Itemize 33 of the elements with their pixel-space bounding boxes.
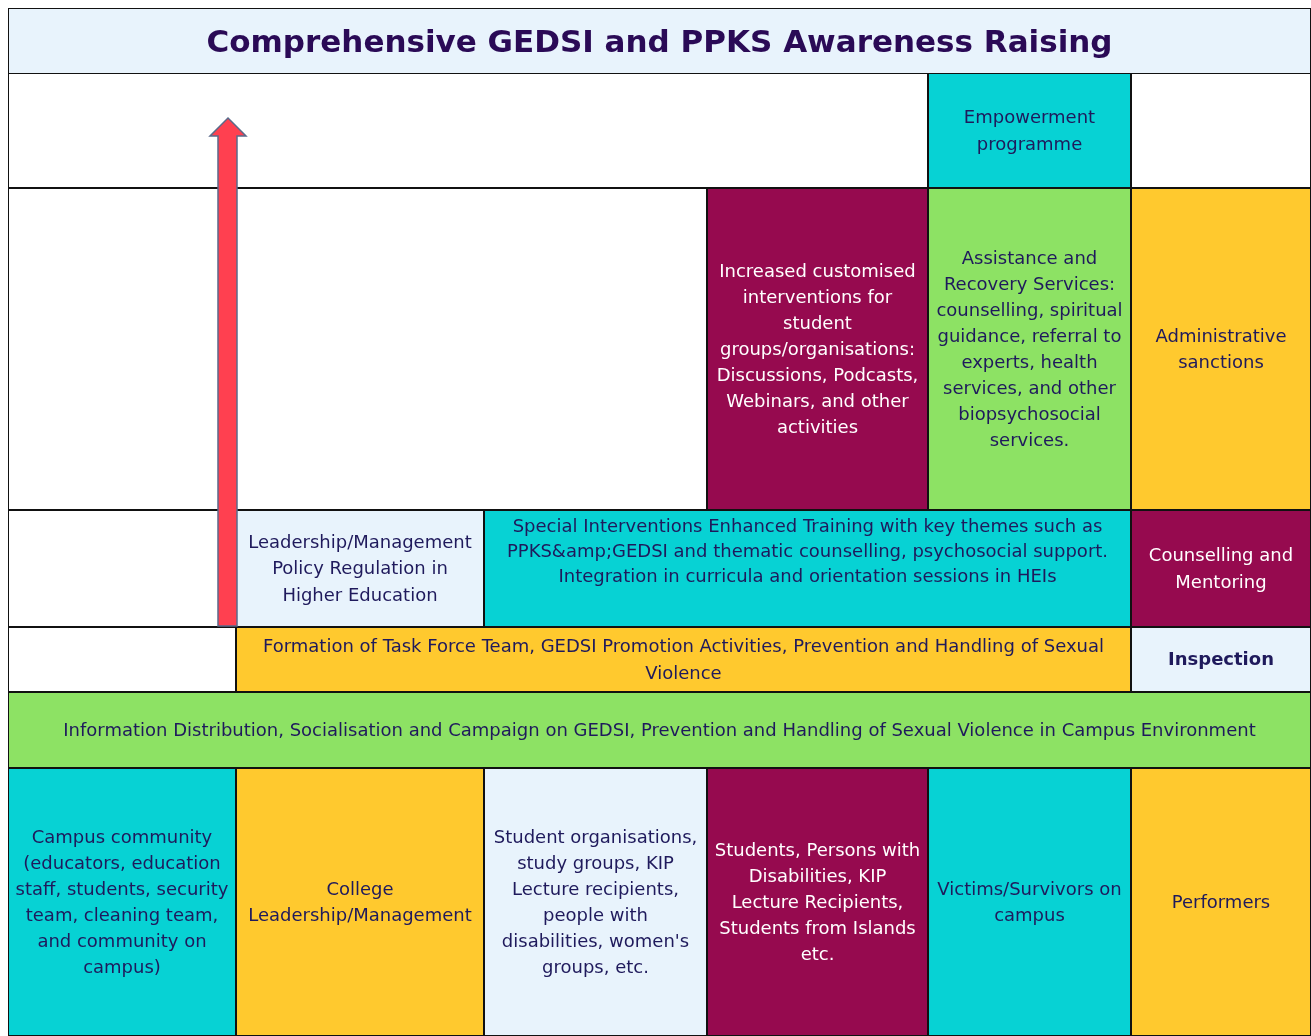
cell-text: Increased customised interventions for student groups/organisations: Discussions, Podcasts, Webinars, and other activities [715, 258, 920, 440]
colored-cell [8, 768, 236, 1036]
colored-cell [236, 627, 1131, 692]
colored-cell [484, 768, 707, 1036]
cell-text: Performers [1171, 889, 1271, 914]
colored-cell [928, 768, 1131, 1036]
cell-text: Counselling and Mentoring [1147, 543, 1295, 594]
colored-cell [1131, 188, 1311, 510]
colored-cell [928, 188, 1131, 510]
cell-text: Campus community (educators, education staff, students, security team, cleaning team, and community on campus) [14, 824, 230, 980]
colored-cell [236, 510, 484, 627]
cell-text: Formation of Task Force Team, GEDSI Promotion Activities, Prevention and Handling of Sexual Violence [262, 634, 1105, 685]
cell-text: Leadership/Management Policy Regulation in Higher Education [247, 530, 473, 607]
colored-cell [1131, 768, 1311, 1036]
cell-text: Students, Persons with Disabilities, KIP Lecture Recipients, Students from Islands etc. [713, 837, 922, 967]
cell-text: Administrative sanctions [1154, 323, 1288, 374]
cell-text: Inspection [1168, 647, 1274, 672]
colored-cell [484, 510, 1131, 627]
cell-text: Student organisations, study groups, KIP Lecture recipients, people with disabilities, women's groups, etc. [492, 824, 699, 980]
cell-text: Victims/Survivors on campus [936, 876, 1123, 927]
colored-cell [707, 768, 928, 1036]
colored-cell [236, 768, 484, 1036]
cell-text: Empowerment programme [962, 105, 1097, 156]
colored-cell [8, 692, 1311, 768]
cell-text: Special Interventions Enhanced Training with key themes such as PPKS&amp;GEDSI and thematic counselling, psychosocial support. Integration in curricula and orientation sessions in HEIs [505, 514, 1110, 589]
colored-cell [1131, 627, 1311, 692]
colored-cell [928, 73, 1131, 188]
cell-text: Information Distribution, Socialisation and Campaign on GEDSI, Prevention and Handling of Sexual Violence in Campus Environment [63, 717, 1256, 742]
cell-text: College Leadership/Management [247, 876, 473, 927]
colored-cell [1131, 510, 1311, 627]
cell-text: Assistance and Recovery Services: counselling, spiritual guidance, referral to experts, health services, and other biopsychosocial services. [935, 245, 1124, 453]
title: Comprehensive GEDSI and PPKS Awareness Raising [206, 23, 1113, 59]
colored-cell [707, 188, 928, 510]
